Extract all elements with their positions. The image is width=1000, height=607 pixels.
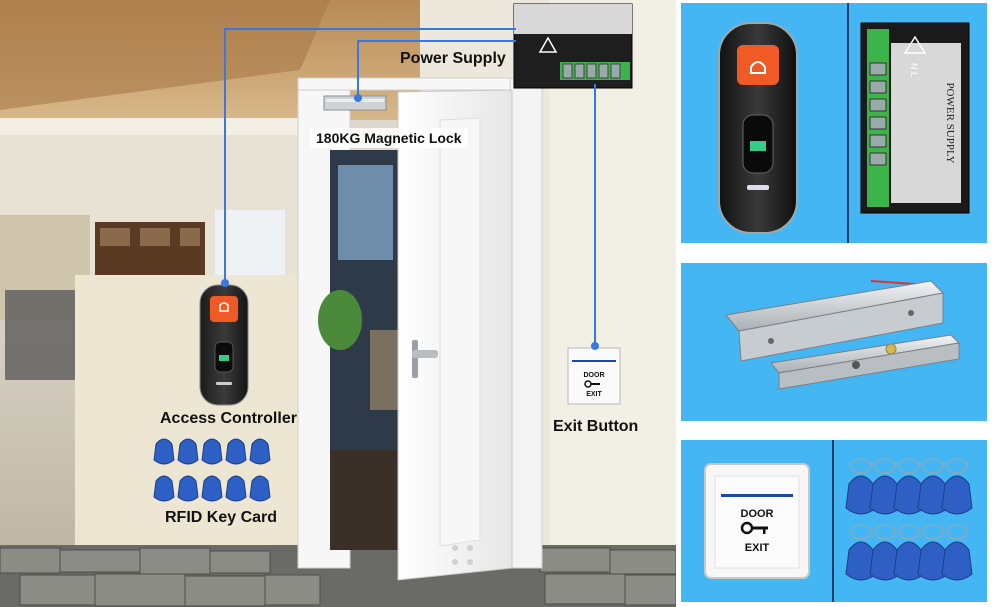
magnetic-lock-illustration bbox=[725, 280, 961, 390]
wire-lock-top bbox=[357, 40, 516, 42]
installation-scene: DOOR EXIT Power Supply 180KG Magnetic Lo… bbox=[0, 0, 676, 607]
reader-and-power-supply-illustration: POWER SUPPLY N L bbox=[718, 3, 970, 243]
magnetic-lock-label: 180KG Magnetic Lock bbox=[310, 128, 468, 148]
power-supply-label: Power Supply bbox=[400, 50, 506, 67]
exit-plate-exit-text: EXIT bbox=[586, 391, 602, 398]
exit-plate-door-text: DOOR bbox=[584, 372, 605, 379]
wire-dot-reader bbox=[221, 279, 229, 287]
power-supply-terminal-marks: N L bbox=[909, 63, 919, 77]
wire-lock-vertical bbox=[357, 40, 359, 98]
power-supply-product-title: POWER SUPPLY bbox=[944, 82, 956, 163]
rfid-key-card-label: RFID Key Card bbox=[165, 509, 278, 526]
exit-plate-door-label: DOOR bbox=[741, 508, 774, 520]
scene-illustration: DOOR EXIT bbox=[0, 0, 676, 607]
exit-plate-exit-label: EXIT bbox=[745, 542, 770, 554]
panel-reader-and-power-supply: POWER SUPPLY N L bbox=[681, 3, 987, 243]
exit-button-label: Exit Button bbox=[553, 418, 639, 435]
wire-exit-vertical bbox=[594, 84, 596, 346]
access-controller-label: Access Controller bbox=[160, 410, 297, 427]
wire-dot-exit bbox=[591, 342, 599, 350]
wire-reader-vertical bbox=[224, 28, 226, 283]
panel-exit-button-and-key-fobs: DOOR EXIT bbox=[681, 440, 987, 602]
exit-button-and-key-fobs-illustration: DOOR EXIT bbox=[704, 440, 973, 602]
wire-dot-lock bbox=[354, 94, 362, 102]
wire-reader-top bbox=[224, 28, 516, 30]
panel-magnetic-lock bbox=[681, 263, 987, 421]
